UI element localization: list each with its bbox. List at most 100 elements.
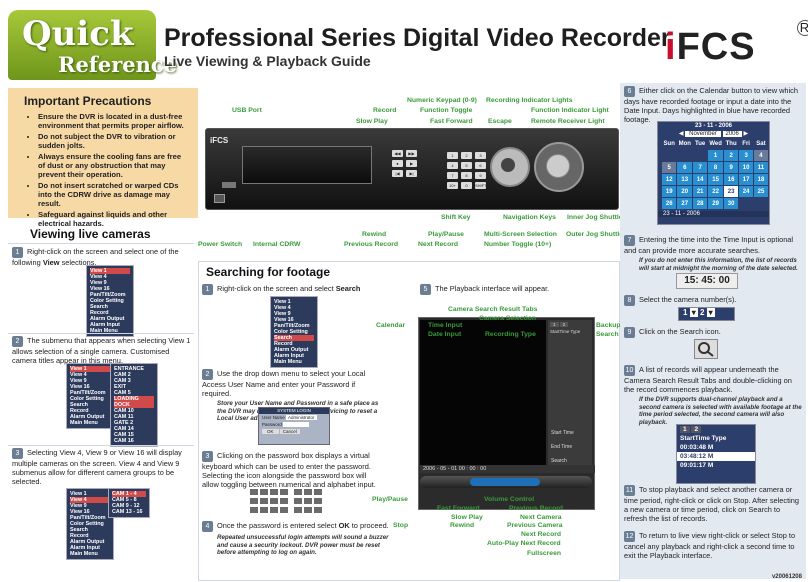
label-search: Search xyxy=(596,331,619,338)
camera-number-1: 1 xyxy=(683,308,688,317)
page-subtitle: Live Viewing & Playback Guide xyxy=(164,53,371,69)
precaution-item: Do not insert scratched or warped CDs in… xyxy=(38,181,184,208)
search-sidepanel: 1 2 StartTime Type Start Time End Time S… xyxy=(548,320,592,470)
record-list: 1 2 StartTime Type 00:03:48 M 03:48:12 M… xyxy=(676,424,756,484)
label-next-camera: Next Camera xyxy=(520,514,562,521)
label-inner-jog: Inner Jog Shuttle xyxy=(567,214,623,221)
version-footer: v20061208 xyxy=(771,574,802,580)
label-fullscreen: Fullscreen xyxy=(527,550,561,557)
label-record: Record xyxy=(373,107,397,114)
dvr-brand: iFCS xyxy=(210,136,229,145)
label-recording-type: Recording Type xyxy=(485,331,536,338)
label-usb-port: USB Port xyxy=(232,107,262,114)
enter-key[interactable] xyxy=(501,158,515,172)
label-outer-jog: Outer Jog Shuttle xyxy=(566,231,624,238)
label-function-toggle: Function Toggle xyxy=(420,107,473,114)
record-row[interactable]: 00:03:48 M xyxy=(680,444,714,451)
label-play-pause: Play/Pause xyxy=(428,231,464,238)
label-stop: Stop xyxy=(393,522,409,529)
cdrw-tray xyxy=(242,146,372,184)
record-row[interactable]: 03:48:12 M xyxy=(677,452,755,461)
label-fast-forward: Fast Forward xyxy=(430,118,473,125)
record-row[interactable]: 09:01:17 M xyxy=(680,462,714,469)
start-type-header: StartTime Type xyxy=(550,329,581,334)
time-input[interactable]: 15: 45: 00 xyxy=(676,273,738,289)
keyboard-icon xyxy=(250,489,322,513)
power-switch[interactable] xyxy=(214,194,225,203)
label-auto-play: Auto-Play Next Record xyxy=(487,540,561,547)
camera-selector[interactable]: 1 ▾ 2 ▾ xyxy=(678,307,735,321)
label-multi-screen: Multi-Screen Selection xyxy=(484,231,557,238)
label-slow-play-pb: Slow Play xyxy=(451,514,483,521)
end-time-label: End Time xyxy=(551,444,573,450)
precaution-item: Safeguard against liquids and other elec… xyxy=(38,210,184,228)
year-select[interactable]: 2006 xyxy=(722,131,742,137)
record-tab-1[interactable]: 1 xyxy=(680,426,690,433)
password-field[interactable] xyxy=(283,422,310,428)
start-time-label: Start Time xyxy=(551,430,574,436)
next-month-arrow[interactable]: ▶ xyxy=(743,131,749,137)
label-play-pause-pb: Play/Pause xyxy=(372,496,408,503)
label-previous-record-pb: Previous Record xyxy=(509,505,564,512)
label-camera-search-tabs: Camera Search Result Tabs xyxy=(448,306,538,313)
badge-reference: Reference xyxy=(58,52,178,77)
label-previous-record: Previous Record xyxy=(344,241,399,248)
virtual-keyboard[interactable] xyxy=(250,489,330,515)
label-camera-selection: Camera Selection xyxy=(479,315,537,322)
label-shift-key: Shift Key xyxy=(441,214,471,221)
calendar-date: 23 - 11 - 2006 xyxy=(694,123,733,129)
label-escape: Escape xyxy=(488,118,512,125)
label-number-toggle: Number Toggle (10+) xyxy=(484,241,552,248)
label-rewind-pb: Rewind xyxy=(450,522,475,529)
label-internal-cdrw: Internal CDRW xyxy=(253,241,301,248)
label-rewind: Rewind xyxy=(362,231,387,238)
label-recording-indicator: Recording Indicator Lights xyxy=(486,97,573,104)
video-area xyxy=(420,320,546,470)
month-select[interactable]: November xyxy=(685,131,721,137)
label-function-indicator: Function Indicator Light xyxy=(531,107,609,114)
camera-tab-1[interactable]: 1 xyxy=(550,322,559,327)
quick-reference-badge: Quick Reference xyxy=(8,10,177,80)
ok-button[interactable]: OK xyxy=(262,429,279,435)
label-slow-play: Slow Play xyxy=(356,118,388,125)
label-fast-forward-pb: Fast Forward xyxy=(437,505,480,512)
search-icon xyxy=(698,342,714,357)
cancel-button[interactable]: Cancel xyxy=(279,429,300,435)
date-time-bar[interactable]: 2006 - 05 - 01 00 : 00 : 00 xyxy=(420,465,595,473)
prev-month-arrow[interactable]: ◀ xyxy=(678,131,684,137)
outer-jog-shuttle[interactable] xyxy=(534,142,584,192)
record-list-header: StartTime Type xyxy=(680,435,727,442)
precaution-item: Always ensure the cooling fans are free … xyxy=(38,152,184,179)
record-tab-2[interactable]: 2 xyxy=(691,426,702,433)
username-dropdown[interactable]: Administrator xyxy=(286,415,317,420)
label-backup: Backup xyxy=(596,322,621,329)
label-time-input: Time Input xyxy=(428,322,463,329)
search-button[interactable] xyxy=(694,339,718,359)
usb-port[interactable] xyxy=(222,182,236,188)
search-button-small[interactable]: Search xyxy=(551,458,567,464)
precaution-item: Do not subject the DVR to vibration or s… xyxy=(38,132,184,150)
precaution-item: Ensure the DVR is located in a dust-free… xyxy=(38,112,184,130)
label-previous-camera: Previous Camera xyxy=(507,522,563,529)
live-heading: Viewing live cameras xyxy=(30,227,151,241)
inner-jog-shuttle[interactable] xyxy=(546,154,570,178)
camera-tab-2[interactable]: 2 xyxy=(559,322,569,327)
volume-control[interactable] xyxy=(470,478,540,486)
